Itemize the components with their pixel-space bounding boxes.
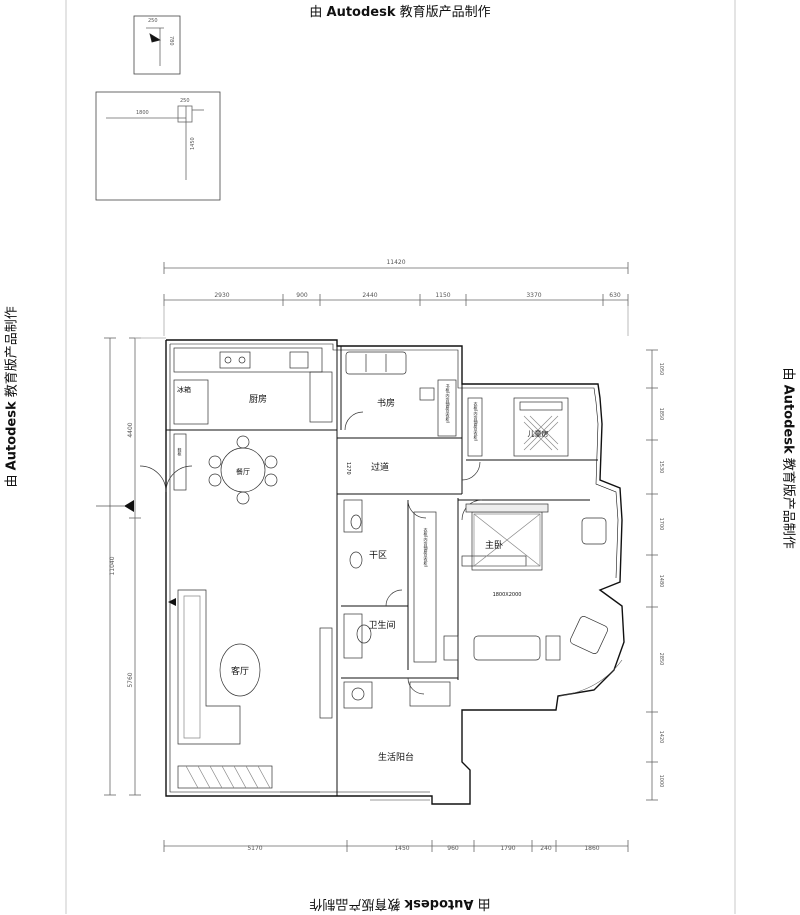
room-study: 书房 [377,397,395,409]
watermark-brand: Autodesk [326,5,396,20]
windows [280,659,623,801]
room-corridor: 过道 [371,461,389,473]
label-corridor-width: 1270 [345,462,351,475]
living-marker-icon [168,598,176,606]
room-kitchen: 厨房 [249,393,267,405]
study-furniture [345,351,457,437]
label-study-cabinet: 书柜(内含抽屉及衣柜) [446,383,451,424]
dim-right-3: 1700 [658,518,664,531]
balcony-fixtures [343,681,451,709]
dim-left-lower: 5760 [127,672,134,687]
label-shoe-cabinet: 鞋柜 [178,447,183,457]
dim-bottom-2: 960 [447,845,459,852]
room-fridge: 冰箱 [177,385,191,394]
dim-left-upper: 4400 [127,422,134,437]
room-living: 客厅 [231,665,249,677]
key-plan-2: 1800 250 1450 [95,91,221,201]
dim-top-0: 2930 [214,292,229,299]
dining-table [173,433,278,505]
dim-top-2: 2440 [362,292,377,299]
room-drying: 干区 [369,550,387,561]
dim-right-1: 1850 [658,408,664,421]
label-bed-size: 1800X2000 [493,592,522,598]
kitchen-fixtures [173,347,333,425]
dim-right-7: 1000 [658,775,664,788]
entrance-marker [96,500,176,606]
dim-top-4: 3370 [526,292,541,299]
watermark-suffix: 教育版产品制作 [399,5,491,20]
dim-overall-top: 11420 [386,259,405,266]
master-bedroom-furniture [413,503,608,663]
north-arrow-icon [149,33,162,43]
key1-dim-b: 250 [148,18,158,24]
room-dining: 餐厅 [236,467,250,476]
dim-top-1: 900 [296,292,308,299]
key-plan-1: 780 250 [133,15,181,75]
key1-dim-a: 780 [168,36,174,46]
dim-right-6: 1420 [658,731,664,744]
dim-bottom-3: 1790 [500,845,515,852]
key2-dim-a: 1800 [136,110,149,116]
dim-bottom-5: 1860 [584,845,599,852]
key2-dim-c: 1450 [190,137,196,150]
interior-walls [166,346,598,796]
dim-right-4: 1480 [658,575,664,588]
watermark-prefix: 由 [309,5,323,20]
label-kids-wardrobe: 衣柜(内含抽屉及衣柜) [474,401,479,442]
dim-right-2: 1530 [658,461,664,474]
kids-room-furniture [467,397,569,457]
key2-dim-b: 250 [180,98,190,104]
dimension-top-segments [163,294,629,336]
dim-bottom-4: 240 [540,845,552,852]
room-service-balcony: 生活阳台 [378,751,414,763]
dim-top-3: 1150 [435,292,450,299]
bathroom-fixtures [343,499,372,659]
room-kids: 儿童房 [528,429,549,438]
dim-left-middle: 11040 [109,556,116,575]
watermark-top: 由 Autodesk 教育版产品制作 [0,1,800,20]
dim-right-5: 2850 [658,653,664,666]
dimension-right [646,349,658,801]
dim-bottom-0: 5170 [247,845,262,852]
doors [139,411,483,695]
outer-walls [165,339,625,805]
dim-top-5: 630 [609,292,621,299]
room-bathroom: 卫生间 [368,619,395,631]
living-room-furniture [177,589,333,789]
dimension-bottom [163,840,629,852]
label-master-wardrobe: 衣柜(内含抽屉及衣柜) [424,527,429,568]
room-master-bedroom: 主卧 [485,539,503,551]
dim-bottom-1: 1450 [394,845,409,852]
entrance-arrow-icon [124,500,134,512]
dimension-top-overall [163,262,629,274]
dim-right-0: 1050 [658,363,664,376]
dimension-left [104,337,166,796]
